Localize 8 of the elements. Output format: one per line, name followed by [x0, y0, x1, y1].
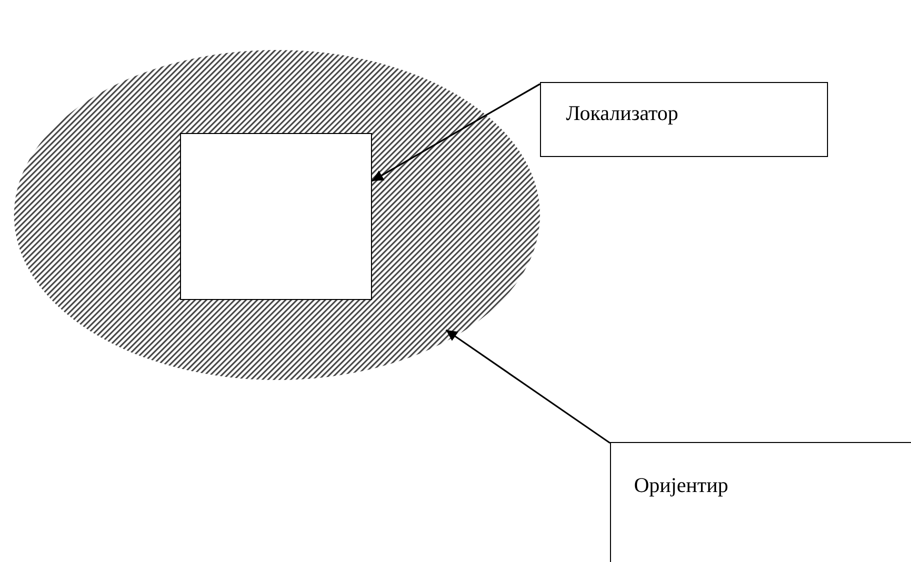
callout-box — [610, 442, 911, 562]
callout-label: Оријентир — [634, 473, 728, 498]
localizer-rectangle — [180, 133, 372, 300]
leader-arrow — [372, 83, 540, 182]
leader-arrow — [446, 329, 610, 444]
hatched-ellipse — [14, 50, 540, 380]
callout-box — [540, 82, 828, 157]
callout-label: Локализатор — [566, 101, 678, 126]
